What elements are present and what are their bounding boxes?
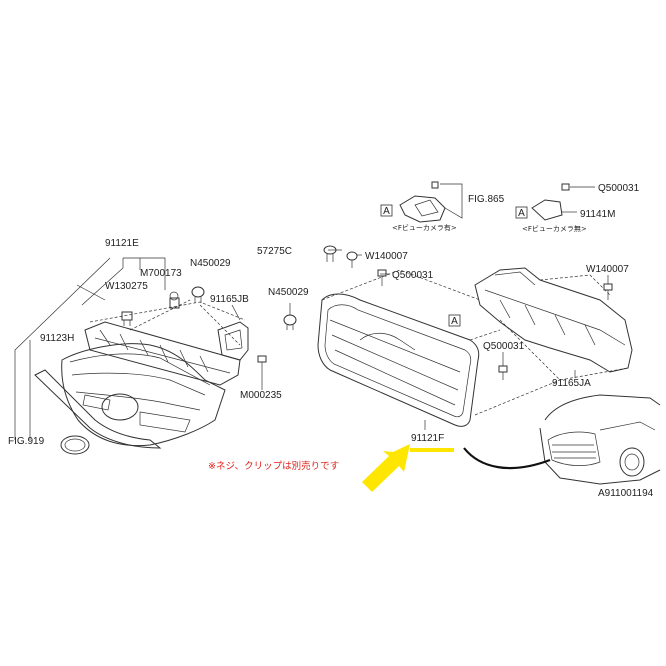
clip-w130275	[121, 311, 133, 326]
label-fig865: FIG.865	[468, 194, 505, 205]
label-m700173: M700173	[140, 268, 182, 279]
highlight-arrow	[362, 444, 410, 492]
label-camera-with: <Fビューカメラ有>	[392, 223, 457, 232]
label-91121f: 91121F	[411, 433, 444, 444]
clip-n450029-right	[283, 314, 297, 330]
leader-to-car	[463, 447, 551, 470]
clip-w140007-center	[346, 251, 358, 268]
ref-box-a-2	[515, 206, 528, 219]
label-fig919: FIG.919	[8, 436, 45, 447]
grille-frame-91123h	[61, 343, 226, 447]
label-57275c: 57275C	[257, 246, 292, 257]
label-q500031-a: Q500031	[392, 270, 434, 281]
label-91165jb: 91165JB	[210, 294, 249, 305]
label-q500031-top: Q500031	[598, 183, 640, 194]
camera-with-inset	[399, 181, 463, 223]
emblem	[60, 435, 90, 455]
ref-box-a-3	[448, 314, 461, 327]
grille-base-91121e	[84, 321, 241, 386]
clip-57275c	[323, 245, 337, 262]
label-w140007-b: W140007	[586, 264, 629, 275]
label-91121e: 91121E	[105, 238, 139, 249]
ref-a-2: A	[518, 208, 525, 219]
camera-without-inset	[531, 183, 595, 221]
note-sold-separately: ※ネジ、クリップは別売りです	[208, 460, 339, 472]
ref-box-a-1	[380, 204, 393, 217]
label-q500031-b: Q500031	[483, 341, 525, 352]
screw-m000235	[257, 355, 267, 378]
label-n450029-a: N450029	[190, 258, 231, 269]
label-camera-without: <Fビューカメラ無>	[522, 224, 587, 233]
ref-a-3: A	[451, 316, 458, 327]
ref-a-1: A	[383, 206, 390, 217]
label-w140007-a: W140007	[365, 251, 408, 262]
label-91123h: 91123H	[40, 333, 74, 344]
clip-m700173	[169, 291, 180, 309]
label-91141m: 91141M	[580, 209, 615, 220]
screw-w140007-right	[603, 283, 613, 300]
screw-q500031-center	[377, 269, 387, 286]
label-n450029-b: N450029	[268, 287, 309, 298]
lower-trim	[34, 369, 162, 449]
clip-n450029-left	[191, 286, 205, 303]
highlight-underline	[410, 448, 454, 452]
grille-91121f	[317, 293, 480, 427]
bracket-91165jb	[217, 321, 249, 361]
car-illustration	[539, 394, 661, 485]
label-w130275: W130275	[105, 281, 148, 292]
diagram-code: A911001194	[598, 488, 654, 499]
label-m000235: M000235	[240, 390, 282, 401]
label-91165ja: 91165JA	[552, 378, 591, 389]
screw-q500031-right	[498, 365, 508, 380]
